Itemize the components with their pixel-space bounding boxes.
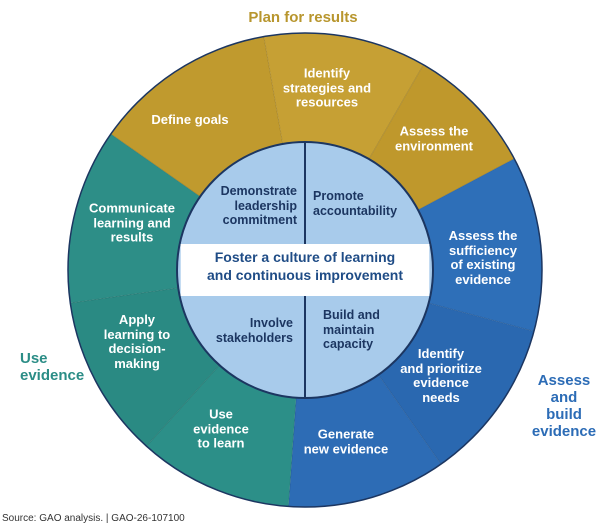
step-communicate: Communicate learning and results xyxy=(89,200,175,245)
step-assess-sufficiency: Assess the sufficiency of existing evide… xyxy=(448,228,518,287)
step-use-evidence-to-learn: Use evidence to learn xyxy=(193,406,249,451)
center-culture-label: Foster a culture of learning and continu… xyxy=(206,249,403,283)
step-apply-learning: Apply learning to decision- making xyxy=(103,312,171,371)
step-identify-prioritize: Identify and prioritize evidence needs xyxy=(400,346,482,405)
step-generate-evidence: Generate new evidence xyxy=(303,426,389,456)
phase-plan-label: Plan for results xyxy=(248,9,358,26)
step-assess-environment: Assess the environment xyxy=(394,123,474,153)
inner-stakeholders: Involve stakeholders xyxy=(215,316,293,345)
phase-use-label: Use evidence xyxy=(20,350,85,384)
step-define-goals: Define goals xyxy=(151,111,229,127)
inner-accountability: Promote accountability xyxy=(313,189,398,218)
outer-ring xyxy=(67,32,543,508)
inner-leadership: Demonstrate leadership commitment xyxy=(220,184,297,227)
inner-capacity: Build and maintain capacity xyxy=(323,308,380,351)
center-band xyxy=(180,244,430,296)
source-note: Source: GAO analysis. | GAO-26-107100 xyxy=(2,513,185,524)
step-identify-strategies: Identify strategies and resources xyxy=(282,65,372,110)
phase-assess-label: Assess and build evidence xyxy=(531,372,597,440)
